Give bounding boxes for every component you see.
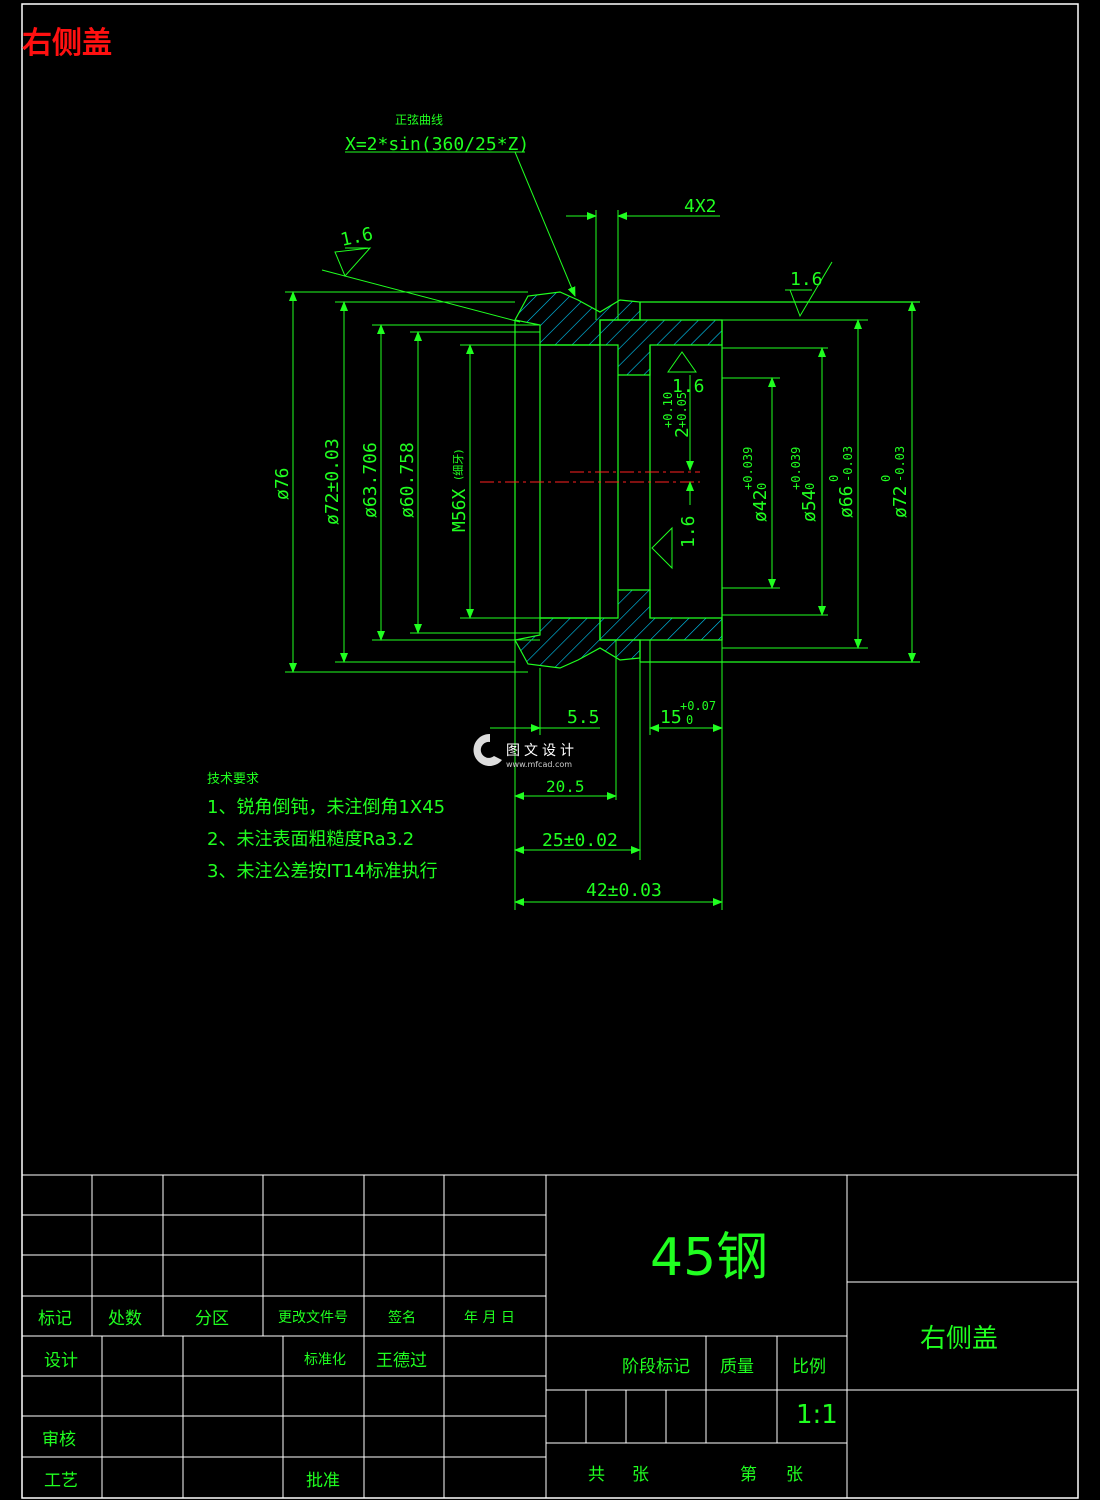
stage-mark-label: 阶段标记 (622, 1357, 690, 1377)
header-zone: 分区 (195, 1309, 229, 1329)
roughness-inner-bottom: 1.6 (678, 515, 699, 548)
sheet-corner-title: 右侧盖 (22, 26, 112, 61)
header-change-doc: 更改文件号 (278, 1310, 348, 1326)
dimension-lines (285, 151, 916, 910)
header-date: 年 月 日 (464, 1310, 515, 1326)
dim-d63: ø63.706 (360, 442, 381, 518)
dim-d42: ø42 (750, 489, 771, 522)
header-mark: 标记 (38, 1309, 72, 1329)
dim-d72-tol: ø72±0.03 (322, 438, 343, 525)
title-block-grid (22, 1174, 1078, 1498)
dim-d54-tol: +0.039 (789, 447, 803, 490)
total-sheets-label: 共 (588, 1465, 605, 1485)
tech-requirements-header: 技术要求 (207, 772, 260, 787)
dim-d72-low: -0.03 (893, 446, 907, 482)
dim-d42-low: 0 (755, 483, 769, 490)
dim-thread: M56X (449, 488, 470, 532)
watermark-text: 图文设计 (506, 743, 578, 759)
standardize-label: 标准化 (304, 1352, 346, 1368)
dim-depth2: 2 (672, 427, 693, 438)
tech-requirement-item: 1、锐角倒钝，未注倒角1X45 (207, 797, 446, 818)
total-sheets-unit: 张 (632, 1465, 649, 1485)
header-count: 处数 (108, 1309, 142, 1329)
review-label: 审核 (42, 1430, 76, 1450)
mass-label: 质量 (720, 1357, 754, 1377)
process-label: 工艺 (44, 1471, 78, 1491)
dim-d66: ø66 (836, 485, 857, 518)
dim-len42: 42±0.03 (586, 880, 662, 901)
roughness-top-right: 1.6 (790, 269, 823, 290)
tech-requirement-item: 2、未注表面粗糙度Ra3.2 (207, 829, 415, 850)
dim-d72: ø72 (890, 485, 911, 518)
technical-requirements: 技术要求 1、锐角倒钝，未注倒角1X45 2、未注表面粗糙度Ra3.2 3、未注… (207, 768, 445, 889)
dim-len25: 25±0.02 (542, 830, 618, 851)
curve-equation: X=2*sin(360/25*Z) (345, 134, 529, 155)
sheet-number-label: 第 (740, 1465, 757, 1485)
dim-d66-low: -0.03 (841, 446, 855, 482)
dim-len55: 5.5 (567, 707, 600, 728)
part-section-view (514, 291, 920, 669)
dim-d72-up: 0 (879, 475, 893, 482)
sheet-frame (21, 3, 1079, 1499)
dim-len205: 20.5 (546, 777, 585, 796)
sheet-number-unit: 张 (786, 1465, 803, 1485)
watermark-url: www.mfcad.com (506, 760, 573, 769)
designer-name: 王德过 (376, 1351, 427, 1371)
part-name: 右侧盖 (920, 1324, 999, 1354)
dim-depth2-up: +0.10 (661, 392, 675, 428)
dim-d54-low: 0 (803, 483, 817, 490)
scale-value: 1:1 (796, 1400, 838, 1430)
dim-d54: ø54 (799, 489, 820, 522)
dim-len15-low: 0 (686, 713, 693, 727)
design-label: 设计 (44, 1351, 78, 1371)
dim-depth2-low: +0.05 (675, 392, 689, 428)
dim-len15-up: +0.07 (680, 699, 716, 713)
dim-thread-note: (细牙) (452, 449, 465, 480)
dimension-text: 正弦曲线 X=2*sin(360/25*Z) 4X2 1.6 1.6 1.6 1… (272, 112, 911, 901)
dim-len15: 15 (660, 707, 682, 728)
watermark-logo-icon (473, 733, 502, 766)
roughness-left: 1.6 (339, 224, 375, 251)
approve-label: 批准 (306, 1471, 340, 1491)
roughness-inner-top: 1.6 (672, 376, 705, 397)
watermark: 图文设计 www.mfcad.com (470, 730, 574, 774)
dim-d76: ø76 (272, 467, 293, 500)
tech-requirement-item: 3、未注公差按IT14标准执行 (207, 861, 438, 882)
dim-d66-tol: 0 (827, 475, 841, 482)
material-label: 45钢 (650, 1228, 769, 1288)
center-lines (480, 471, 700, 483)
dim-d60: ø60.758 (397, 442, 418, 518)
curve-note-title: 正弦曲线 (395, 112, 443, 127)
header-signature: 签名 (388, 1310, 416, 1326)
dim-d42-tol: +0.039 (741, 447, 755, 490)
scale-label: 比例 (792, 1357, 826, 1377)
groove-dimension: 4X2 (684, 196, 717, 217)
